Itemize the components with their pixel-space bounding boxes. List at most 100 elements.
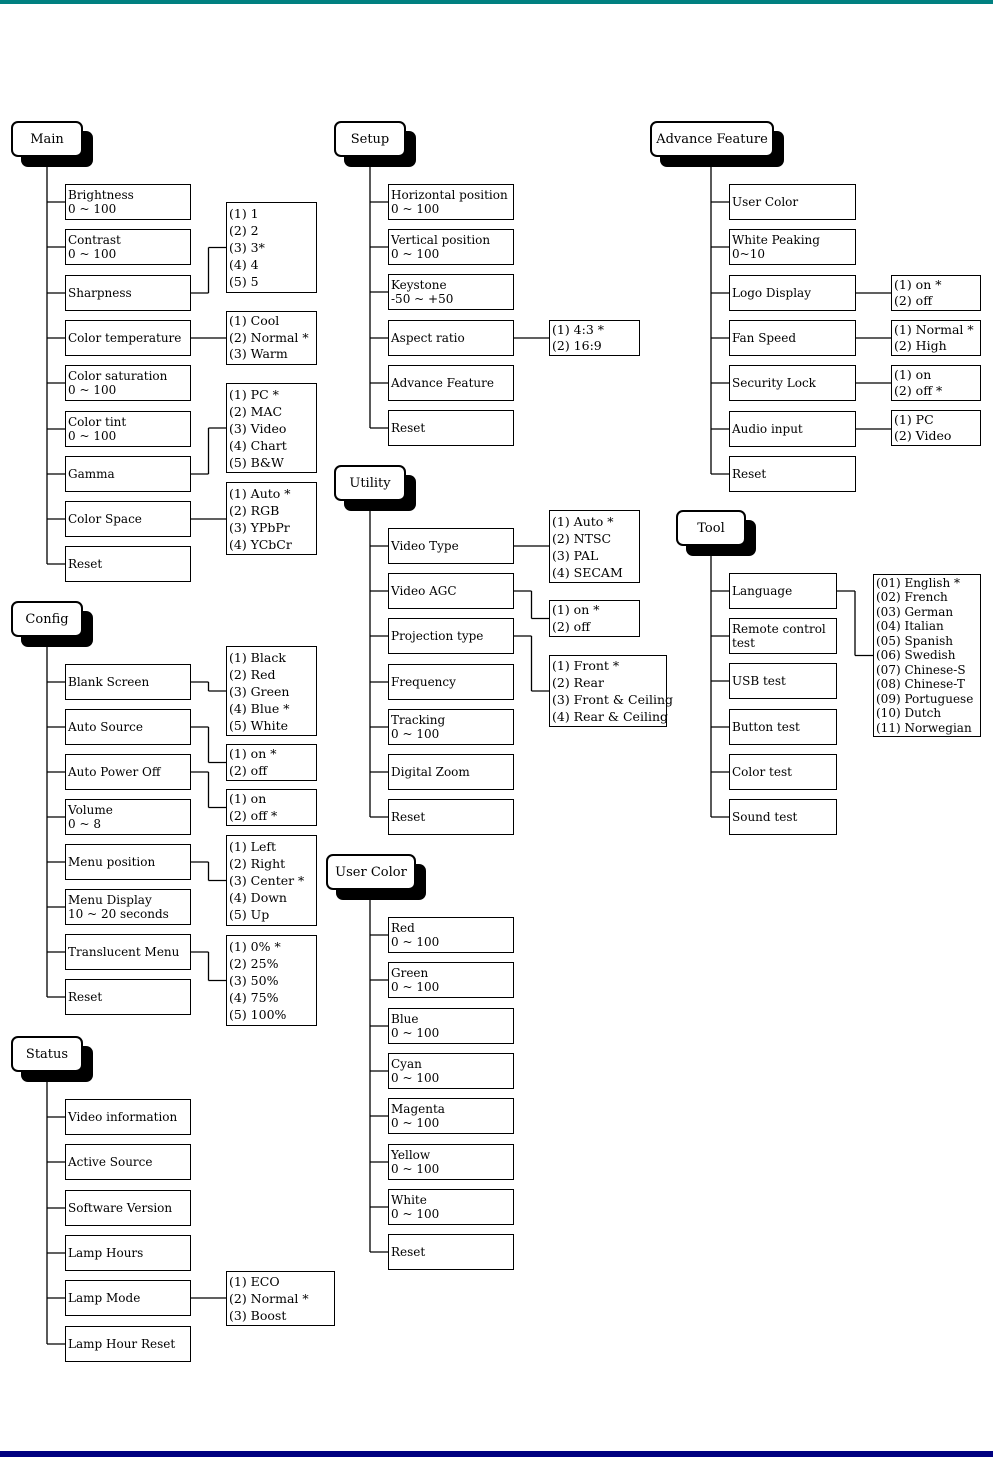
menu-item-range: 0 ~ 100: [391, 935, 440, 949]
config-menu-item[interactable]: Auto Power Off: [65, 754, 191, 790]
menu-item-label: Green: [391, 966, 429, 980]
status-menu-item[interactable]: Lamp Hours: [65, 1235, 191, 1271]
advance-menu-item[interactable]: User Color: [729, 184, 856, 220]
main-menu-item[interactable]: Color Space: [65, 501, 191, 537]
advance-option-list: (1) on(2) off *: [891, 365, 981, 401]
advance-menu-item[interactable]: Reset: [729, 456, 856, 492]
setup-menu-item[interactable]: Reset: [388, 410, 514, 446]
setup-menu-header[interactable]: Setup: [334, 121, 406, 157]
option-value: (2) off: [894, 293, 933, 308]
menu-item-label: Digital Zoom: [391, 765, 470, 779]
menu-item-label: Logo Display: [732, 286, 811, 300]
option-value: (2) 25%: [229, 956, 279, 971]
option-value: (5) 100%: [229, 1007, 287, 1022]
menu-item-label: Active Source: [68, 1155, 153, 1169]
option-value: (3) Warm: [229, 346, 288, 362]
config-menu-item[interactable]: Menu position: [65, 844, 191, 880]
setup-menu-item[interactable]: Aspect ratio: [388, 320, 514, 356]
utility-menu-header[interactable]: Utility: [334, 465, 406, 501]
main-option-list: (1) PC *(2) MAC(3) Video(4) Chart(5) B&W: [226, 383, 317, 473]
tool-menu-item[interactable]: USB test: [729, 663, 837, 699]
config-menu-item[interactable]: Translucent Menu: [65, 934, 191, 970]
option-value: (08) Chinese-T: [876, 677, 965, 692]
config-menu-item[interactable]: Reset: [65, 979, 191, 1015]
utility-menu-item[interactable]: Projection type: [388, 618, 514, 654]
status-menu-item[interactable]: Lamp Mode: [65, 1280, 191, 1316]
tool-menu-header[interactable]: Tool: [676, 510, 746, 546]
menu-item-label: User Color: [732, 195, 799, 209]
status-menu-item[interactable]: Lamp Hour Reset: [65, 1326, 191, 1362]
option-value: (4) Down: [229, 890, 287, 905]
option-value: (2) off: [552, 618, 591, 634]
usercolor-menu-header[interactable]: User Color: [326, 854, 416, 890]
option-value: (1) on *: [894, 277, 942, 292]
setup-menu-item[interactable]: Advance Feature: [388, 365, 514, 401]
main-menu-item[interactable]: Reset: [65, 546, 191, 582]
config-menu-header[interactable]: Config: [11, 601, 83, 637]
setup-menu-item[interactable]: Vertical position 0 ~ 100: [388, 229, 514, 265]
setup-menu-item[interactable]: Keystone-50 ~ +50: [388, 274, 514, 310]
option-value: (3) Front & Ceiling: [552, 692, 674, 707]
option-value: (1) on *: [229, 746, 277, 761]
option-value: (4) YCbCr: [229, 536, 292, 552]
option-value: (3) Video: [229, 420, 287, 436]
tool-menu-item[interactable]: Language: [729, 573, 837, 609]
main-menu-header[interactable]: Main: [11, 121, 83, 157]
tool-menu-item[interactable]: Button test: [729, 709, 837, 745]
advance-menu-item[interactable]: Fan Speed: [729, 320, 856, 356]
main-menu-item[interactable]: Sharpness: [65, 275, 191, 311]
main-option-list: (1) 1(2) 2(3) 3*(4) 4(5) 5: [226, 202, 317, 293]
option-value: (4) SECAM: [552, 564, 623, 580]
utility-menu-item[interactable]: Video Type: [388, 528, 514, 564]
config-menu-item[interactable]: Auto Source: [65, 709, 191, 745]
utility-menu-item[interactable]: Video AGC: [388, 573, 514, 609]
advance-menu-item[interactable]: Logo Display: [729, 275, 856, 311]
menu-item-label: Auto Power Off: [68, 765, 161, 779]
tool-menu-item[interactable]: Sound test: [729, 799, 837, 835]
utility-menu-item[interactable]: Digital Zoom: [388, 754, 514, 790]
main-menu-title: Main: [30, 131, 64, 147]
menu-item-label: Red: [391, 921, 415, 935]
menu-item-range: 0 ~ 100: [391, 1207, 440, 1221]
advance-menu-header[interactable]: Advance Feature: [650, 121, 774, 157]
option-value: (3) Center *: [229, 873, 305, 888]
status-menu-item[interactable]: Software Version: [65, 1190, 191, 1226]
main-menu-item[interactable]: Color temperature: [65, 320, 191, 356]
usercolor-menu-item[interactable]: Reset: [388, 1234, 514, 1270]
status-menu-header[interactable]: Status: [11, 1036, 83, 1072]
option-value: (1) 0% *: [229, 939, 281, 954]
utility-menu-item[interactable]: Reset: [388, 799, 514, 835]
utility-menu-title: Utility: [349, 475, 391, 491]
advance-menu-item[interactable]: Security Lock: [729, 365, 856, 401]
advance-menu-item[interactable]: Audio input: [729, 411, 856, 447]
main-menu-item[interactable]: Gamma: [65, 456, 191, 492]
tool-menu-item[interactable]: Color test: [729, 754, 837, 790]
menu-item-label: Remote control: [732, 622, 826, 636]
status-menu-item[interactable]: Video information: [65, 1099, 191, 1135]
status-menu-item[interactable]: Active Source: [65, 1144, 191, 1180]
menu-item-range: 0 ~ 100: [68, 247, 117, 261]
menu-item-label: Audio input: [732, 422, 803, 436]
menu-item-range: 0 ~ 100: [391, 1071, 440, 1085]
utility-menu-item[interactable]: Frequency: [388, 664, 514, 700]
config-menu-item[interactable]: Blank Screen: [65, 664, 191, 700]
setup-option-list: (1) 4:3 *(2) 16:9: [549, 320, 640, 356]
menu-item-label: Menu position: [68, 855, 156, 869]
